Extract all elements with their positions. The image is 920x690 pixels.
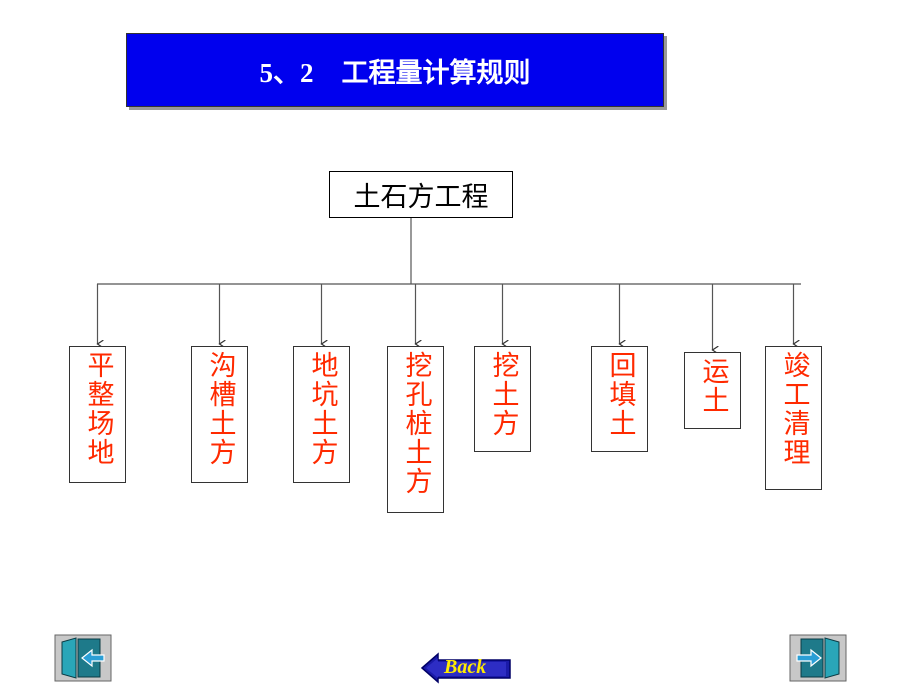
node-label: 挖孔桩土方 bbox=[400, 351, 432, 496]
node-label: 沟槽土方 bbox=[204, 351, 236, 467]
node-pit-earthwork: 地坑土方 bbox=[293, 346, 350, 483]
exit-door-left-button[interactable] bbox=[54, 634, 112, 682]
section-number: 5、2 bbox=[259, 57, 314, 88]
door-exit-left-icon bbox=[54, 634, 112, 682]
node-label: 平整场地 bbox=[82, 351, 114, 467]
section-title: 工程量计算规则 bbox=[341, 57, 531, 89]
node-label: 回填土 bbox=[604, 351, 636, 438]
node-label: 地坑土方 bbox=[306, 351, 338, 467]
root-node-label: 土石方工程 bbox=[353, 182, 489, 213]
node-backfill: 回填土 bbox=[591, 346, 648, 452]
node-label: 运土 bbox=[697, 357, 729, 415]
back-button[interactable]: Back bbox=[420, 652, 512, 684]
root-node: 土石方工程 bbox=[329, 171, 513, 218]
node-trench-earthwork: 沟槽土方 bbox=[191, 346, 248, 483]
back-label: Back bbox=[444, 656, 487, 678]
node-label: 挖土方 bbox=[487, 351, 519, 438]
node-excavation: 挖土方 bbox=[474, 346, 531, 452]
node-completion-cleanup: 竣工清理 bbox=[765, 346, 822, 490]
exit-door-right-button[interactable] bbox=[789, 634, 847, 682]
title-banner: 5、2 工程量计算规则 bbox=[126, 33, 664, 107]
node-bored-pile-earthwork: 挖孔桩土方 bbox=[387, 346, 444, 513]
node-label: 竣工清理 bbox=[778, 351, 810, 467]
door-exit-right-icon bbox=[789, 634, 847, 682]
node-level-site: 平整场地 bbox=[69, 346, 126, 483]
back-arrow-icon bbox=[420, 652, 511, 684]
node-earth-transport: 运土 bbox=[684, 352, 741, 429]
